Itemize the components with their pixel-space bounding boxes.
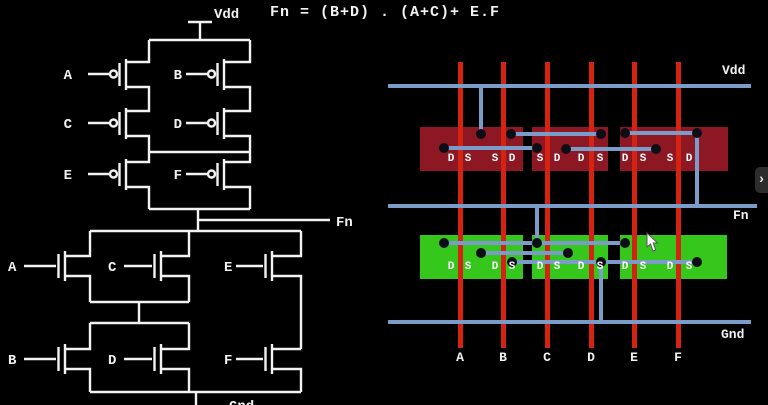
schematic-fn-label: Fn [336, 215, 353, 231]
metal-wire [535, 206, 539, 243]
pmos-gate-label-f: F [174, 168, 182, 184]
contact [620, 128, 630, 138]
contact [692, 128, 702, 138]
metal-wire [599, 262, 603, 322]
gnd-rail [388, 320, 751, 324]
nmos-ds-label: S [464, 261, 472, 273]
pmos-gate-label-b: B [174, 68, 183, 84]
pmos-ds-label: S [639, 153, 647, 165]
pmos-gate-label-e: E [64, 168, 72, 184]
contact [476, 248, 486, 258]
fn-rail-label: Fn [733, 208, 749, 223]
pmos-ds-label: S [596, 153, 604, 165]
nmos-ds-label: D [536, 261, 544, 273]
equation-title: Fn = (B+D) . (A+C)+ E.F [270, 4, 501, 21]
pmos-gate-label-c: C [64, 117, 73, 133]
nmos-gate-label-f: F [224, 353, 232, 369]
gnd-rail-label: Gnd [721, 327, 745, 342]
gate-input-label-c: C [543, 350, 551, 365]
vdd-rail-label: Vdd [722, 63, 746, 78]
pmos-ds-label: S [491, 153, 499, 165]
pmos-gate-label-d: D [174, 117, 182, 133]
pmos-ds-label: D [577, 153, 585, 165]
contact [532, 143, 542, 153]
contact [561, 144, 571, 154]
gate-input-label-d: D [587, 350, 595, 365]
nmos-ds-label: S [639, 261, 647, 273]
gate-input-label-e: E [630, 350, 638, 365]
contact [596, 257, 606, 267]
nmos-ds-label: S [685, 261, 693, 273]
nmos-gate-label-e: E [224, 260, 232, 276]
fn-rail [388, 204, 757, 208]
gate-input-label-b: B [499, 350, 507, 365]
contact [563, 248, 573, 258]
nmos-ds-label: D [621, 261, 629, 273]
nmos-ds-label: S [596, 261, 604, 273]
pmos-ds-label: D [621, 153, 629, 165]
nmos-gate-label-b: B [8, 353, 17, 369]
mouse-cursor [646, 232, 659, 252]
nmos-diffusion-region [620, 235, 727, 279]
gate-input-label-a: A [456, 350, 464, 365]
nmos-gate-label-d: D [108, 353, 116, 369]
next-panel-button[interactable]: › [755, 167, 768, 193]
nmos-ds-label: D [666, 261, 674, 273]
contact [507, 257, 517, 267]
cmos-schematic: Vdd Fn Gnd A C E B D F A C E B D F [8, 7, 353, 405]
contact [532, 238, 542, 248]
nmos-gate-label-c: C [108, 260, 117, 276]
schematic-gnd-label: Gnd [229, 399, 254, 405]
pmos-ds-label: S [666, 153, 674, 165]
nmos-ds-label: S [553, 261, 561, 273]
nmos-ds-label: S [508, 261, 516, 273]
vdd-rail [388, 84, 751, 88]
pmos-ds-label: D [447, 153, 455, 165]
metal-wire [511, 132, 601, 136]
nmos-ds-label: D [577, 261, 585, 273]
pmos-ds-label: D [553, 153, 561, 165]
nmos-ds-label: D [491, 261, 499, 273]
metal-wire [444, 146, 537, 150]
contact [651, 144, 661, 154]
metal-wire [566, 147, 656, 151]
schematic-wires [24, 20, 330, 405]
pmos-gate-label-a: A [64, 68, 73, 84]
contact [439, 143, 449, 153]
gate-input-label-f: F [674, 350, 682, 365]
contact [476, 129, 486, 139]
metal-wire [625, 131, 697, 135]
contact [692, 257, 702, 267]
schematic-vdd-label: Vdd [214, 7, 239, 23]
contact [506, 129, 516, 139]
contact [596, 129, 606, 139]
pmos-ds-label: S [464, 153, 472, 165]
metal-wire [695, 133, 699, 206]
pmos-ds-label: D [685, 153, 693, 165]
contact [620, 238, 630, 248]
chevron-right-icon: › [757, 172, 766, 188]
metal-wire [479, 86, 483, 137]
pmos-ds-label: D [508, 153, 516, 165]
nmos-ds-label: D [447, 261, 455, 273]
contact [439, 238, 449, 248]
nmos-gate-label-a: A [8, 260, 17, 276]
pmos-ds-label: S [536, 153, 544, 165]
metal-wire [481, 251, 568, 255]
